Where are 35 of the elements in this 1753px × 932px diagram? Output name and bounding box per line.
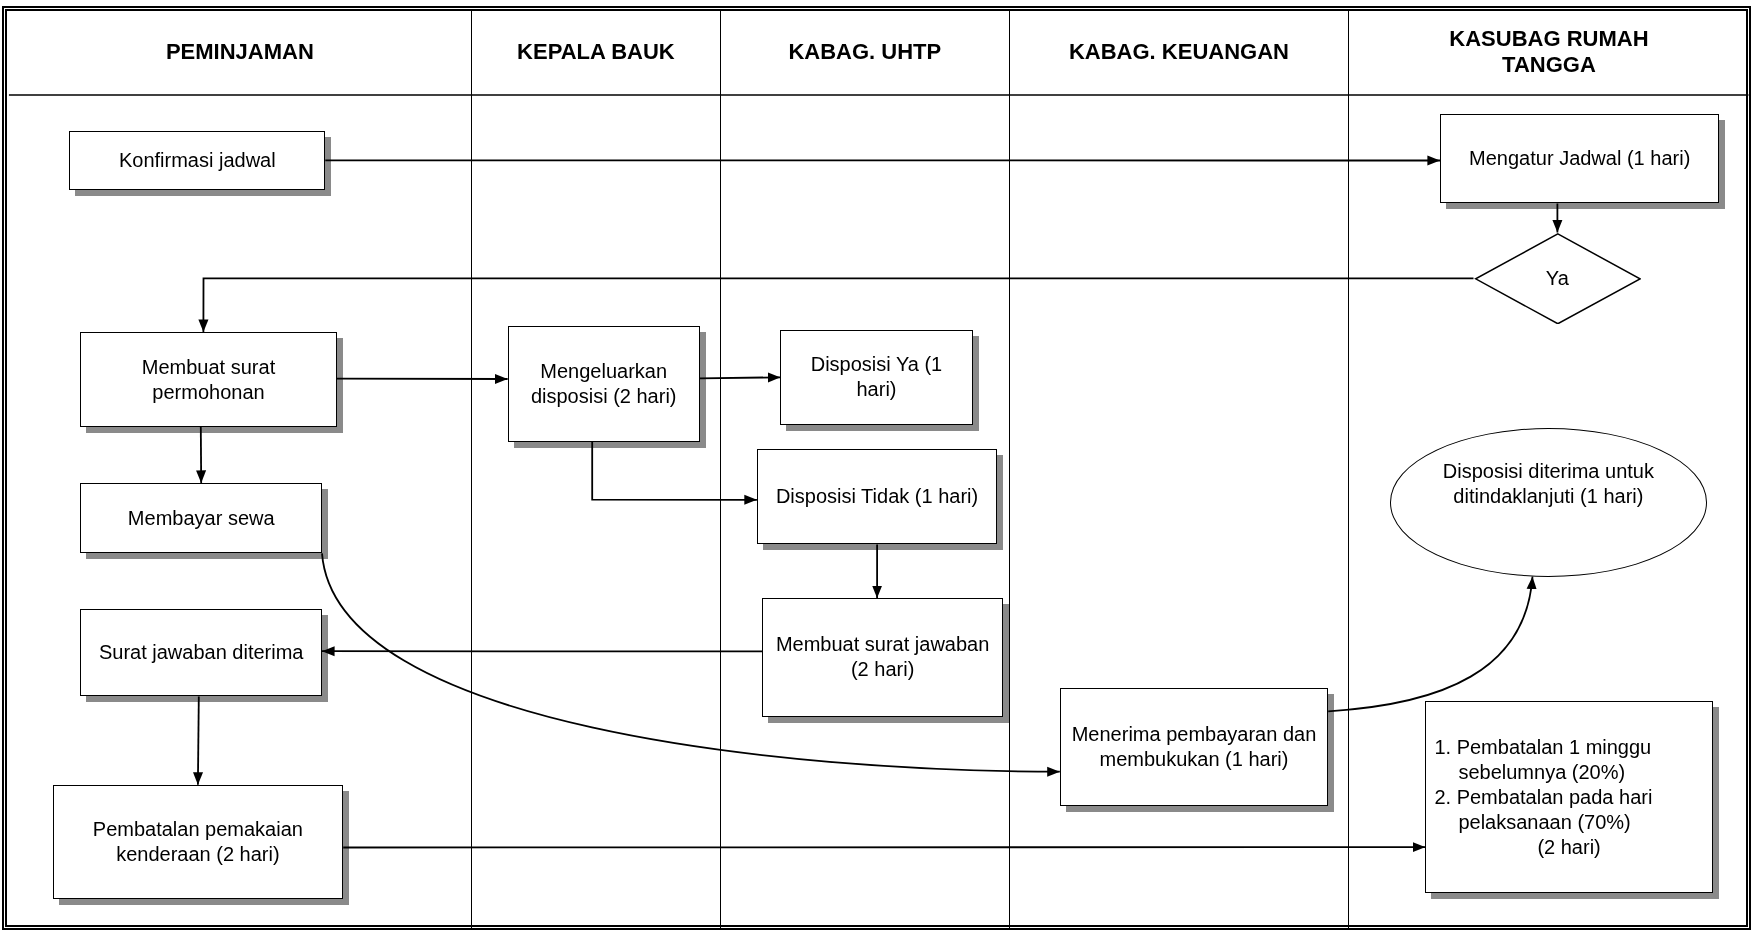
lane-header: KEPALA BAUK [517,38,675,66]
node-text: Membuat surat jawaban (2 hari) [774,632,991,683]
arrow [335,373,509,384]
node-text: Surat jawaban diterima [98,640,304,666]
lane-header: KABAG. KEUANGAN [1068,38,1289,66]
arrow [699,372,782,383]
node-text: Pembatalan pemakaian kenderaan (2 hari) [91,816,304,867]
node-text: Disposisi diterima untuk ditindaklanjuti (1 hari) [1441,459,1655,510]
node-text: Disposisi Ya (1 hari) [809,352,944,403]
arrow [321,646,764,657]
node-text: Konfirmasi jadwal [118,147,276,173]
arrow [321,552,1061,777]
arrow [198,277,1475,333]
arrow [196,426,207,484]
node-text: Membayar sewa [127,505,275,531]
lane-header: PEMINJAMAN [165,38,314,66]
node-text: Menerima pembayaran dan membukukan (1 hari) [1070,721,1318,772]
node-text: (2 hari) [1537,834,1601,860]
node-text: 1. Pembatalan 1 minggu sebelumnya (20%) [1434,734,1653,785]
node-text: 2. Pembatalan pada hari pelaksanaan (70%) [1434,784,1654,835]
node-text: Ya [1545,265,1569,291]
arrow [324,155,1441,166]
arrow [193,695,204,786]
node-text: Membuat surat permohonan [140,354,277,405]
arrow [342,842,1427,853]
arrow [591,440,758,505]
arrow [1552,202,1563,234]
arrow [872,543,883,599]
lane-header: KASUBAG RUMAH TANGGA [1448,25,1650,79]
node-text: Disposisi Tidak (1 hari) [775,484,979,510]
node-text: Mengatur Jadwal (1 hari) [1469,146,1691,172]
arrow [1327,575,1536,713]
decision-diamond [1473,232,1642,325]
node-text: Mengeluarkan disposisi (2 hari) [529,359,678,409]
lane-header: KABAG. UHTP [788,38,942,66]
